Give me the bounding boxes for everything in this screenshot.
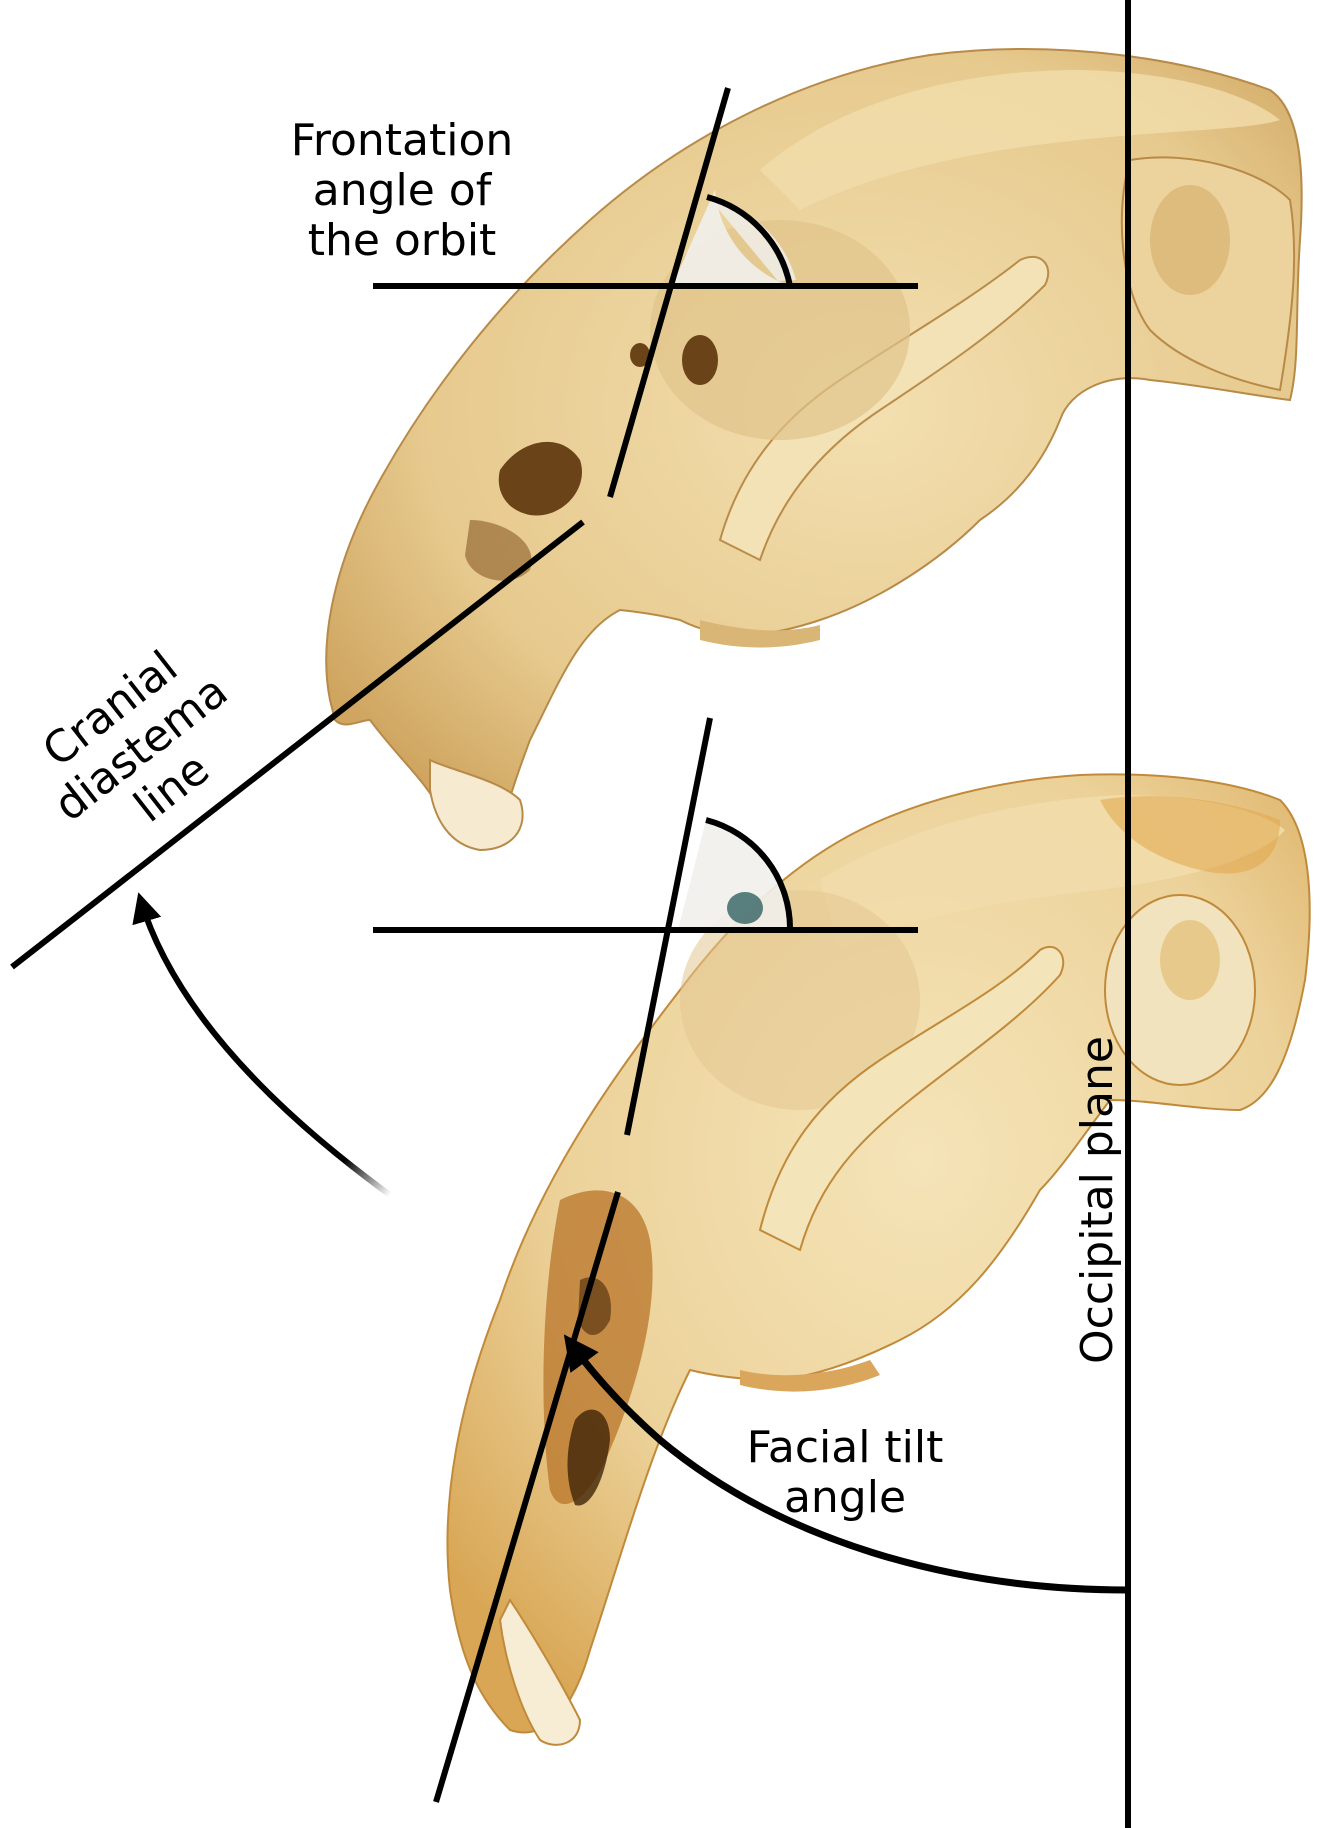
facial-line-1: Facial tilt: [747, 1422, 944, 1473]
frontation-line-3: the orbit: [308, 215, 497, 266]
frontation-angle-label: Frontation angle of the orbit: [291, 115, 514, 266]
lower-skull-image: [447, 774, 1309, 1744]
rotation-arrow: [140, 898, 390, 1195]
frontation-line-1: Frontation: [291, 115, 514, 166]
facial-line-2: angle: [784, 1472, 906, 1523]
cranial-diastema-label: Cranial diastema line: [14, 626, 268, 871]
facial-tilt-label: Facial tilt angle: [747, 1422, 944, 1523]
frontation-line-2: angle of: [313, 165, 493, 216]
occipital-plane-label: Occipital plane: [1072, 1036, 1123, 1364]
